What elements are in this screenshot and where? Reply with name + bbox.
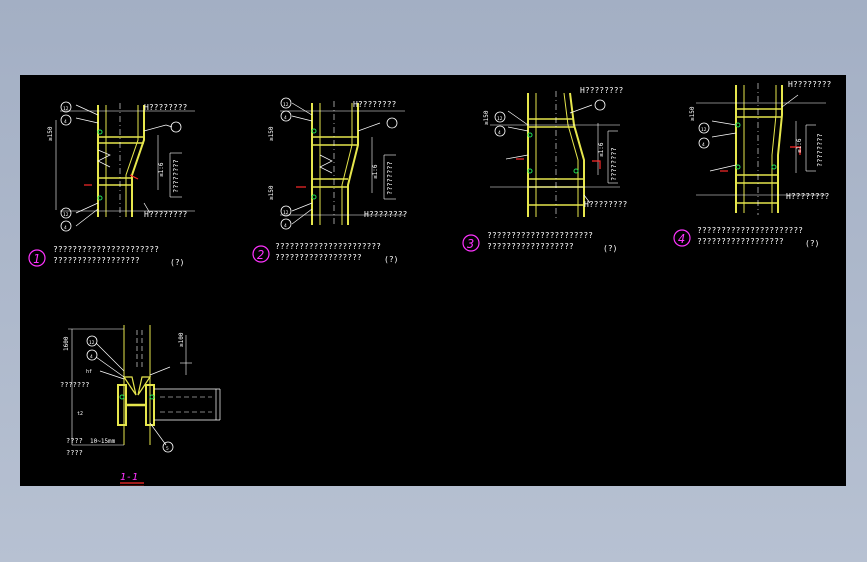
weld-circle-label: 12 — [63, 212, 69, 218]
side-label: ???????? — [172, 159, 180, 193]
h-label-bottom: H???????? — [144, 210, 188, 219]
weld-circle-label: 12 — [89, 340, 95, 346]
weld-circle-label: 12 — [701, 127, 707, 133]
h-label-top: H???????? — [580, 86, 624, 95]
detail-4 — [673, 83, 826, 247]
side-label: ???????? — [610, 147, 618, 181]
hf-label: hf — [86, 369, 92, 375]
caption-line2: ?????????????????? — [697, 237, 784, 246]
section-dimension-right: ≥100 — [178, 332, 185, 347]
section-label-left: ???? — [66, 437, 83, 445]
weld-circle-label: 4 — [64, 119, 67, 125]
weld-circle-label: 12 — [283, 210, 289, 216]
h-label-top: H???????? — [353, 100, 397, 109]
caption-line1: ?????????????????????? — [697, 226, 803, 235]
caption-line2: ?????????????????? — [53, 256, 140, 265]
detail-number: 3 — [466, 237, 474, 251]
weld-circle-label: 12 — [497, 116, 503, 122]
detail-number: 2 — [257, 248, 264, 262]
weld-circle-label: 5 — [166, 446, 169, 452]
h-label-bottom: H???????? — [786, 192, 830, 201]
detail-3 — [462, 91, 620, 252]
section-gap-label: 10~15mm — [90, 438, 116, 445]
side-label: ???????? — [386, 161, 394, 195]
detail-1 — [28, 101, 195, 267]
h-label-bottom: H???????? — [364, 210, 408, 219]
h-label-top: H???????? — [144, 103, 188, 112]
drawing-svg: 1 H???????? H???????? ??????????????????… — [28, 80, 832, 486]
weld-circle-label: 4 — [498, 130, 501, 136]
caption-line1: ?????????????????????? — [275, 242, 381, 251]
dimension-label: ≥150 — [268, 126, 275, 141]
caption-paren: (?) — [170, 258, 184, 267]
weld-circle-label: 12 — [283, 102, 289, 108]
section-dimension: 1600 — [63, 336, 70, 351]
weld-circle-label: 4 — [702, 142, 705, 148]
caption-paren: (?) — [603, 244, 617, 253]
dimension-label: ≥150 — [47, 126, 54, 141]
caption-line2: ?????????????????? — [275, 253, 362, 262]
slope-label: ≤1:6 — [372, 164, 379, 179]
thickness-label: t2 — [77, 411, 83, 417]
dimension-label: ≥150 — [689, 106, 696, 121]
weld-circle-label: 4 — [64, 225, 67, 231]
caption-line1: ?????????????????????? — [53, 245, 159, 254]
detail-number: 1 — [33, 252, 40, 266]
weld-circle-label: 4 — [284, 223, 287, 229]
h-label-top: H???????? — [788, 80, 832, 89]
dimension-label: ≥150 — [483, 110, 490, 125]
weld-circle-label: 4 — [90, 354, 93, 360]
caption-line2: ?????????????????? — [487, 242, 574, 251]
section-title: 1-1 — [120, 472, 138, 483]
weld-circle-label: 4 — [284, 115, 287, 121]
side-label: ???????? — [816, 133, 824, 167]
cad-drawing-canvas: 1 H???????? H???????? ??????????????????… — [20, 75, 846, 486]
caption-paren: (?) — [384, 255, 398, 264]
slope-label: ≤1:6 — [158, 162, 165, 177]
section-1-1 — [68, 325, 221, 486]
caption-line1: ?????????????????????? — [487, 231, 593, 240]
section-side-label: ??????? — [60, 381, 90, 389]
detail-2 — [252, 97, 405, 263]
slope-label: ≤1:6 — [796, 138, 803, 153]
slope-label: ≤1:6 — [598, 142, 605, 157]
dimension-label: ≥150 — [268, 185, 275, 200]
weld-circle-label: 12 — [63, 106, 69, 112]
h-label-bottom: H???????? — [584, 200, 628, 209]
caption-paren: (?) — [805, 239, 819, 248]
section-label-bottom: ???? — [66, 449, 83, 457]
detail-number: 4 — [678, 232, 685, 246]
